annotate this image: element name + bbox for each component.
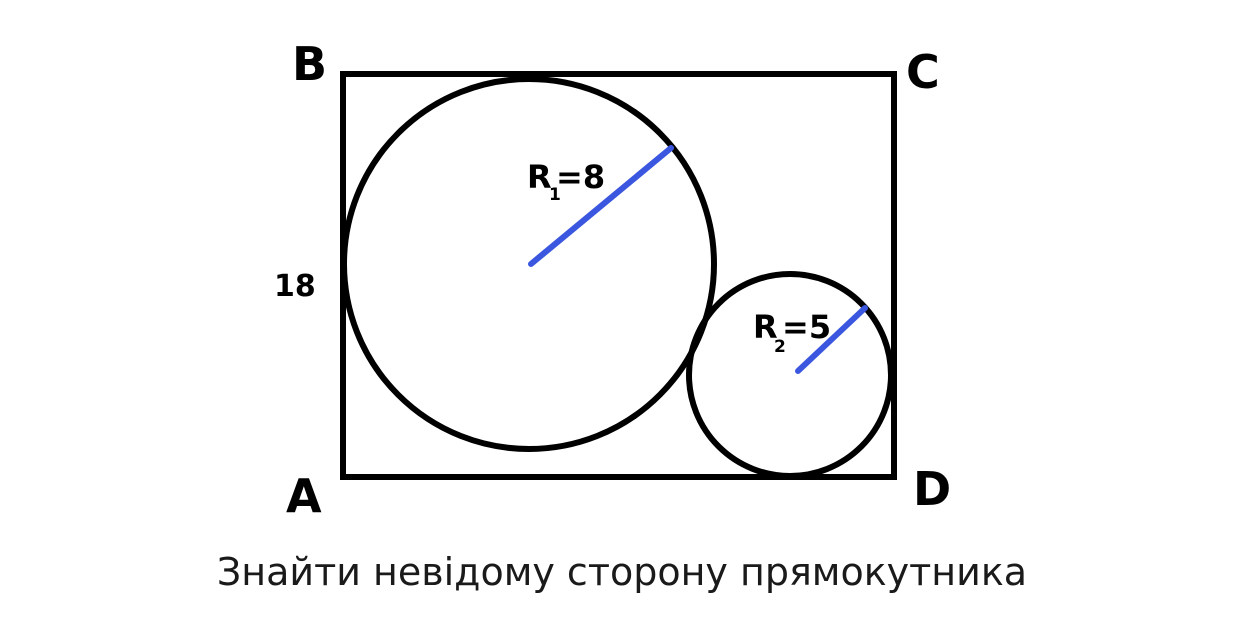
large-circle-radius-letter: R (527, 158, 552, 196)
task-caption: Знайти невідому сторону прямокутника (216, 550, 1028, 594)
small-circle-radius-value: =5 (782, 308, 831, 346)
large-circle-radius-index: 1 (549, 185, 561, 205)
small-circle-radius-index: 2 (774, 337, 786, 357)
large-circle-radius-line (528, 145, 674, 267)
small-circle-radius-line (795, 305, 868, 374)
side-ab-length-label: 18 (274, 269, 316, 304)
vertex-label-d: D (913, 462, 951, 516)
vertex-label-c: C (906, 45, 940, 99)
small-circle-radius-letter: R (753, 308, 778, 346)
vertex-label-b: B (292, 37, 327, 91)
small-circle (686, 271, 894, 479)
vertex-label-a: A (286, 469, 322, 523)
large-circle (341, 76, 717, 452)
large-circle-radius-value: =8 (556, 158, 605, 196)
